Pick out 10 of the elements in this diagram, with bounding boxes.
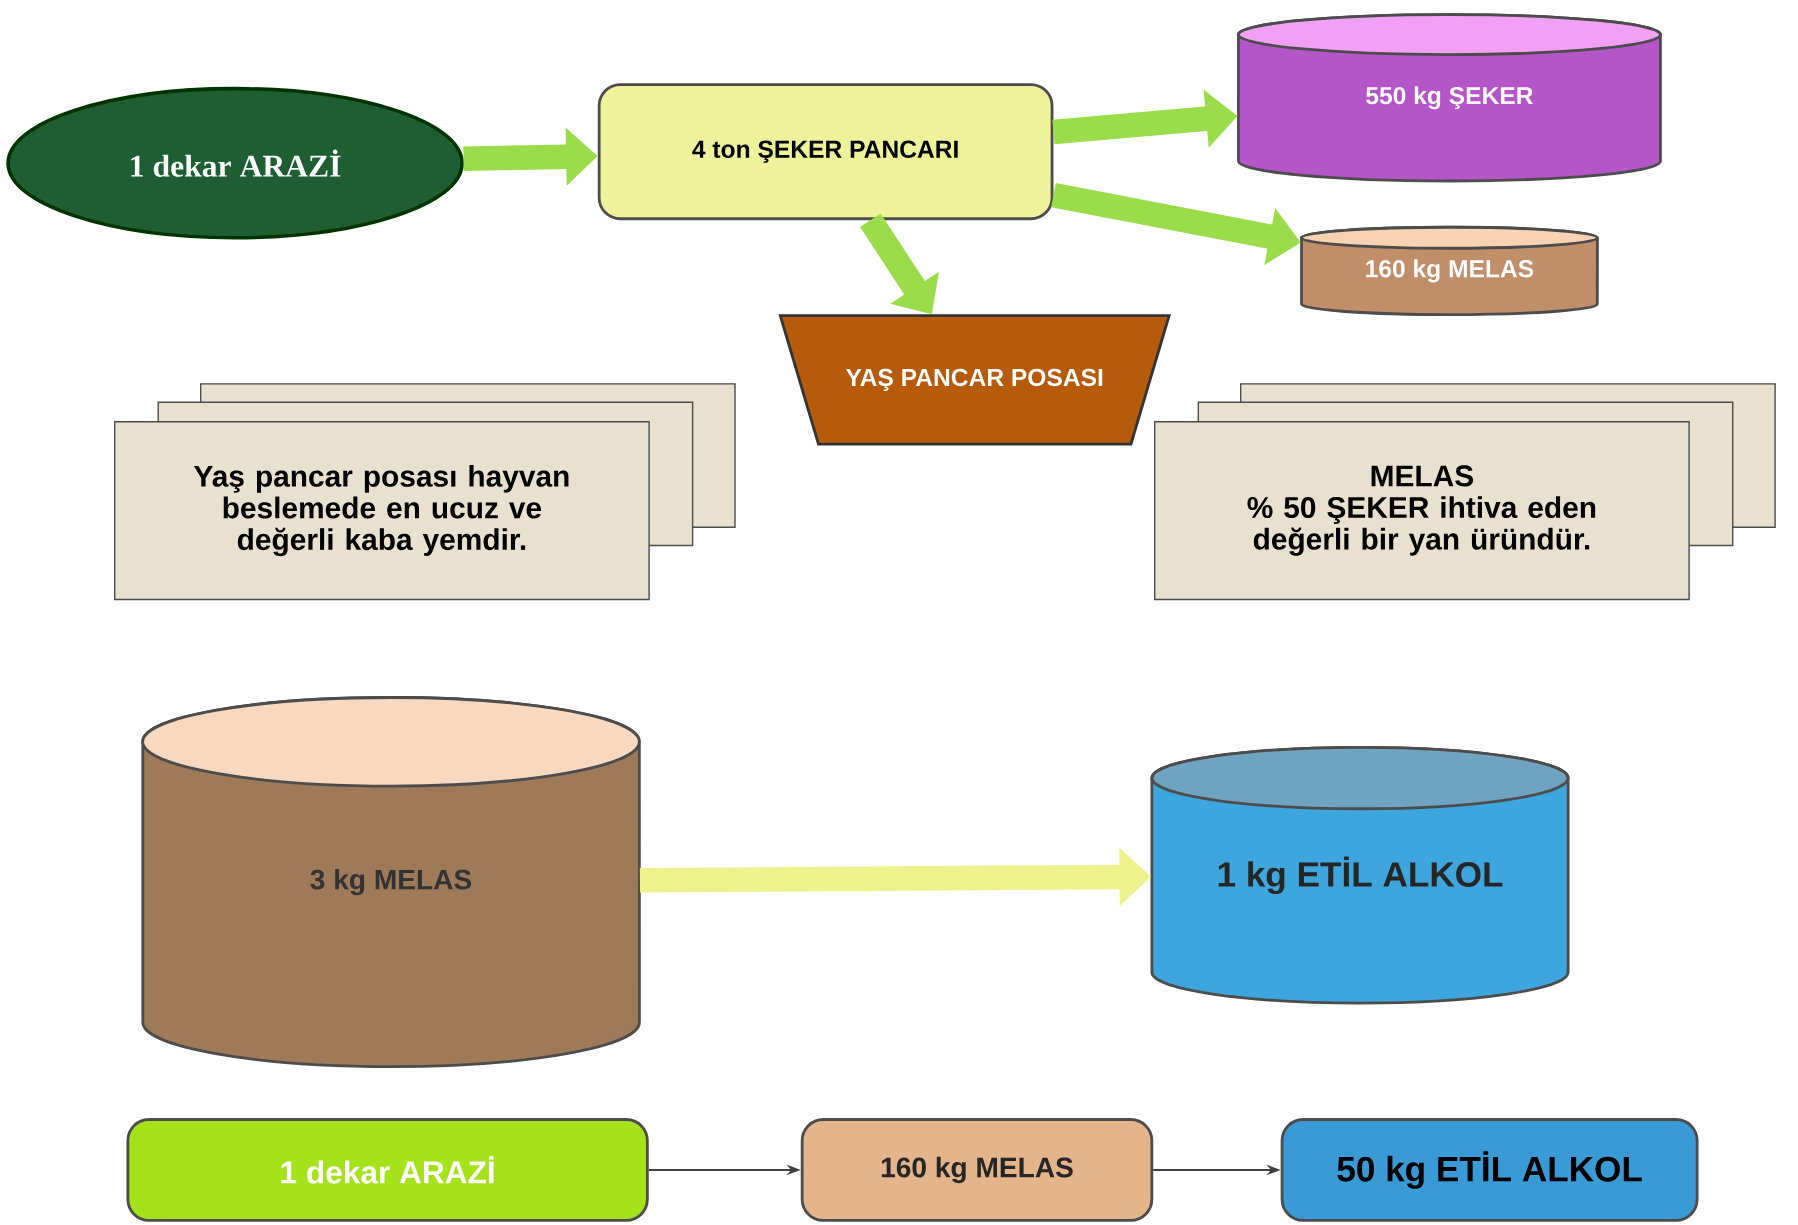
result-box: 160 kg MELAS <box>800 1118 1154 1222</box>
note-stack: Yaş pancar posası hayvan beslemede en ucuz ve değerli kaba yemdir. <box>114 383 736 601</box>
cylinder: 160 kg MELAS <box>1300 225 1599 316</box>
cylinder: 550 kg ŞEKER <box>1237 13 1662 183</box>
note-stack: MELAS % 50 ŞEKER ihtiva eden değerli bir yan üründür. <box>1154 383 1776 601</box>
process-box: 4 ton ŞEKER PANCARI <box>597 83 1054 221</box>
result-box: 50 kg ETİL ALKOL <box>1280 1118 1699 1222</box>
result-box: 1 dekar ARAZİ <box>126 1118 649 1222</box>
cylinder: 1 kg ETİL ALKOL <box>1150 745 1570 1005</box>
cylinder: 3 kg MELAS <box>141 696 641 1069</box>
